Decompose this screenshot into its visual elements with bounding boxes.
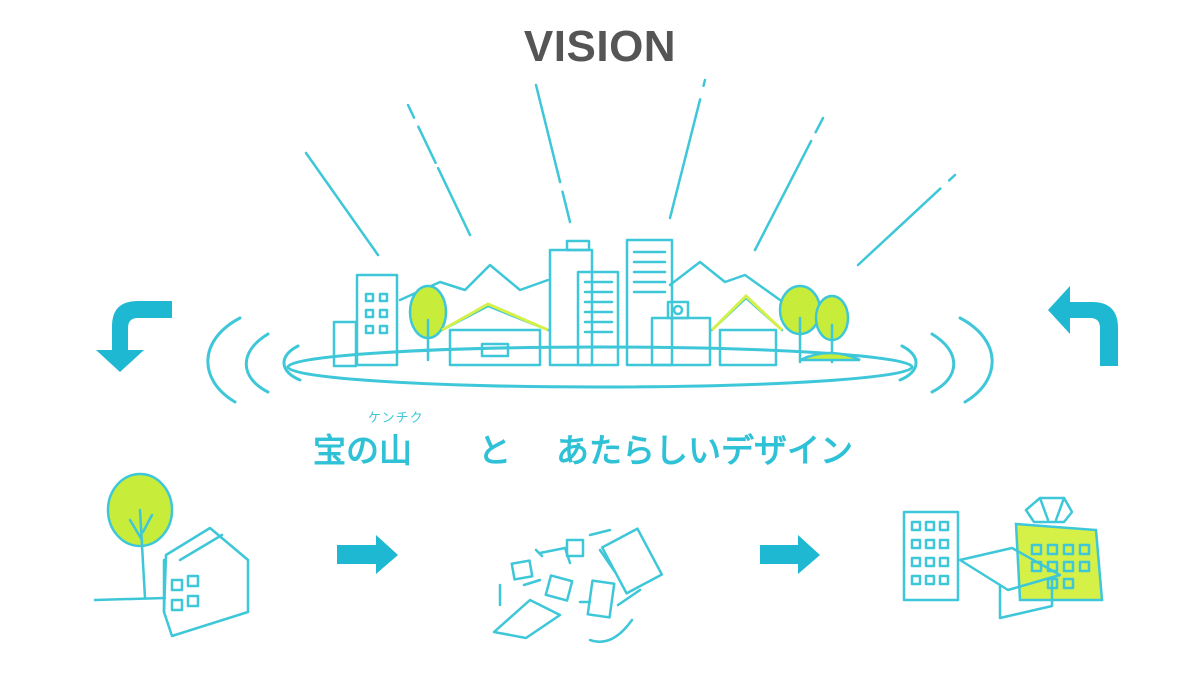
return-arrow-right [1048, 286, 1118, 366]
return-arrow-left [96, 301, 172, 372]
deconstruction-illustration [492, 527, 664, 643]
tagline-ruby: ケンチク [368, 411, 424, 426]
rays [304, 78, 957, 267]
tagline-treasure-mountain: 宝の山 [313, 431, 412, 470]
flow-arrow-1 [337, 535, 398, 574]
island-ripples [206, 316, 994, 404]
tagline-new-design: あたらしいデザイン [556, 431, 853, 470]
flow-arrow-2 [760, 535, 820, 574]
new-design-illustration [902, 496, 1104, 620]
tagline-and: と [478, 431, 511, 470]
house-illustration [93, 472, 250, 638]
page-title: VISION [523, 22, 677, 71]
city-island [286, 238, 914, 389]
